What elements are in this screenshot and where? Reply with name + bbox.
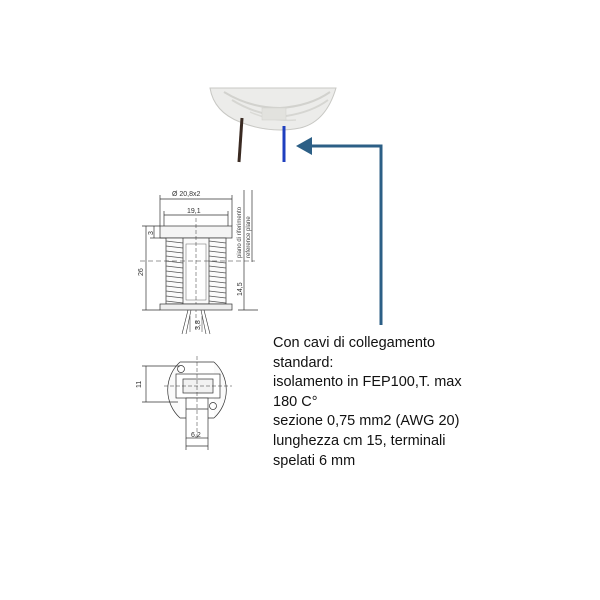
thread-ridge bbox=[165, 255, 184, 259]
note-line: isolamento in FEP100,T. max bbox=[273, 374, 462, 391]
thread-ridge bbox=[208, 285, 227, 289]
lampholder-photo bbox=[209, 87, 337, 131]
dim-width: 19,1 bbox=[187, 208, 201, 215]
thread-ridge bbox=[208, 260, 227, 264]
thread-ridge bbox=[165, 275, 184, 279]
thread-ridge bbox=[165, 285, 184, 289]
dim-top-offset: 3 bbox=[148, 231, 155, 235]
dim-lower-height: 14,5 bbox=[237, 282, 244, 296]
reference-plane-label-en: reference plane bbox=[246, 216, 252, 258]
thread-ridge bbox=[165, 265, 184, 269]
thread-ridge bbox=[208, 250, 227, 254]
dim-height: 26 bbox=[138, 268, 145, 276]
thread-ridge bbox=[208, 245, 227, 249]
thread-ridge bbox=[208, 265, 227, 269]
thread-ridge bbox=[208, 295, 227, 299]
note-line: lunghezza cm 15, terminali bbox=[273, 432, 446, 449]
thread-ridge bbox=[208, 280, 227, 284]
dim-base-width: 6,2 bbox=[191, 432, 201, 439]
note-line: standard: bbox=[273, 354, 334, 371]
thread-ridge bbox=[208, 270, 227, 274]
thread-ridge bbox=[208, 275, 227, 279]
bottom-view-drawing bbox=[142, 356, 232, 450]
reference-plane-label-it: piano di riferimento bbox=[237, 206, 243, 258]
note-line: 180 C° bbox=[273, 393, 318, 410]
thread-ridge bbox=[208, 255, 227, 259]
thread-ridge bbox=[165, 270, 184, 274]
side-view-drawing bbox=[140, 190, 258, 335]
note-line: sezione 0,75 mm2 (AWG 20) bbox=[273, 413, 460, 430]
thread-ridge bbox=[165, 300, 184, 304]
dim-base-height: 11 bbox=[136, 381, 143, 388]
thread-ridge bbox=[165, 260, 184, 264]
thread-ridge bbox=[208, 290, 227, 294]
thread-ridge bbox=[165, 295, 184, 299]
thread-ridge bbox=[165, 250, 184, 254]
dim-diameter: Ø 20,8x2 bbox=[172, 191, 201, 198]
thread-ridge bbox=[165, 245, 184, 249]
thread-ridge bbox=[165, 290, 184, 294]
callout-arrow bbox=[296, 137, 383, 325]
thread-ridge bbox=[208, 240, 227, 244]
thread-ridge bbox=[165, 240, 184, 244]
brown-wire bbox=[237, 117, 244, 163]
thread-ridge bbox=[208, 300, 227, 304]
note-line: Con cavi di collegamento bbox=[273, 335, 436, 351]
note-line: spelati 6 mm bbox=[273, 452, 356, 469]
thread-ridge bbox=[165, 280, 184, 284]
cable-specification-note: Con cavi di collegamento standard: isola… bbox=[273, 334, 503, 471]
dim-pin-spacing: 3,8 bbox=[195, 320, 202, 330]
